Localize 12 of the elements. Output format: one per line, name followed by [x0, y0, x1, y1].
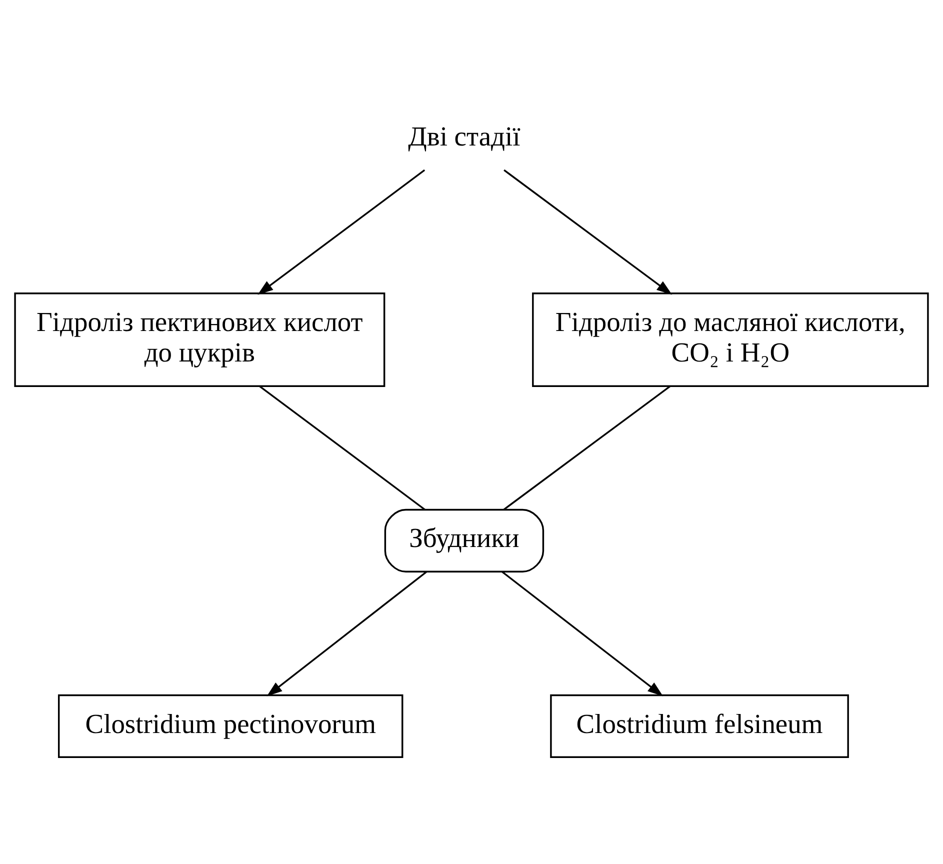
- arrow: [258, 168, 426, 294]
- arrow: [504, 168, 672, 294]
- connector: [259, 385, 426, 510]
- node-box: Збудники: [384, 508, 544, 572]
- node-box: Clostridium pectinovorum: [58, 694, 404, 758]
- node-box: Гідроліз до масляної кислоти, CO₂ і H₂O: [532, 292, 929, 386]
- arrow: [266, 570, 428, 696]
- arrow: [501, 570, 664, 696]
- node-box: Clostridium felsineum: [550, 694, 849, 758]
- node-text: Дві стадії: [408, 120, 520, 151]
- connector: [503, 385, 671, 510]
- node-box: Гідроліз пектинових кислот до цукрів: [14, 292, 386, 386]
